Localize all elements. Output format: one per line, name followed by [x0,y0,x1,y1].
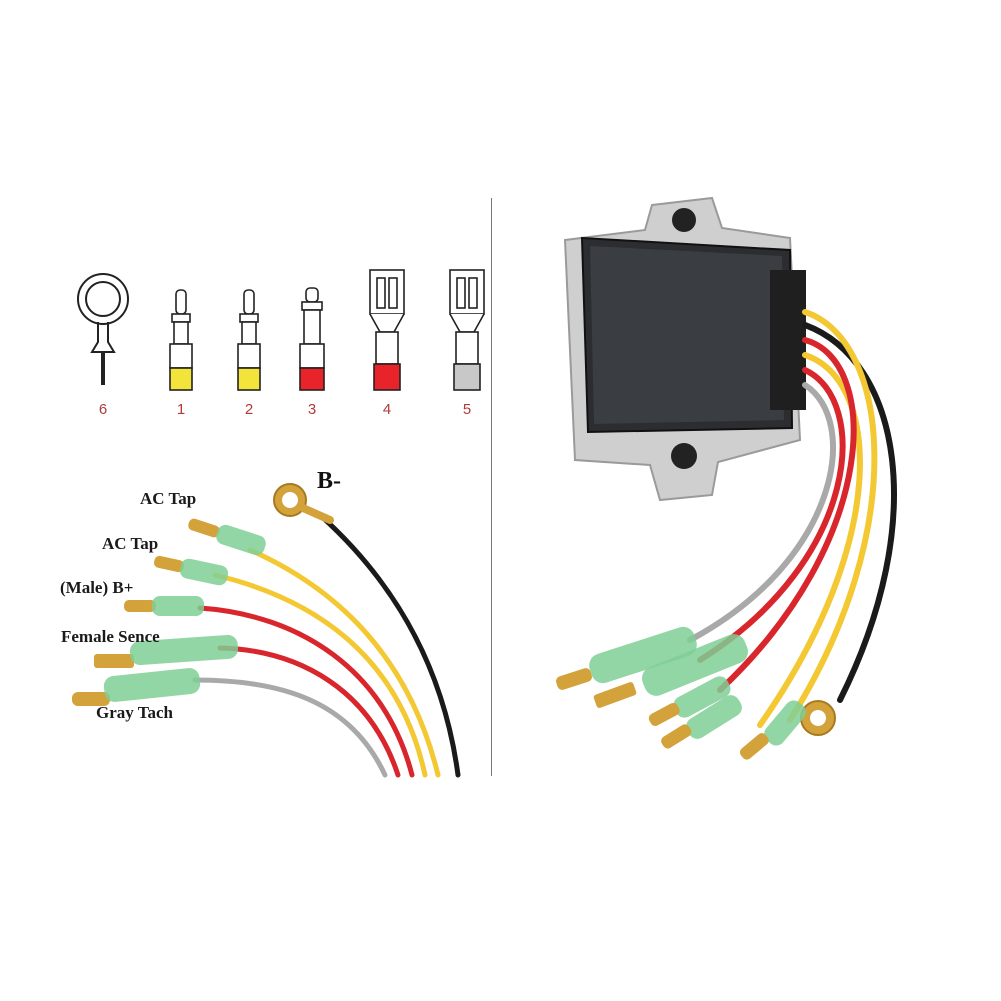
male-bullet-1-icon [169,289,193,391]
reg-red-wire-1 [717,337,857,693]
female-sense-label: Female Sence [61,627,160,646]
top-mount-hole [672,208,696,232]
female-sense-terminal [94,634,239,668]
gray-tach-label: Gray Tach [96,703,173,722]
male-b-plus-terminal [124,596,204,616]
reg-yellow-wire-2 [757,352,863,728]
red-wire-2 [217,645,401,778]
reg-ring-terminal [800,700,836,736]
gray-tach-terminal [72,668,201,706]
reg-red-wire-2 [697,367,846,663]
yellow-wire-1 [247,547,441,778]
bottom-mount-hole [671,443,697,469]
wire-plug [770,270,806,410]
male-bullet-2-icon [237,289,261,391]
b-minus-ring-terminal [273,483,334,524]
connector-number-3: 3 [307,401,317,418]
connector-number-1: 1 [176,401,186,418]
ac-tap-1-terminal [188,518,266,556]
reg-yellow-wire-1 [787,309,878,723]
connector-number-5: 5 [462,401,472,418]
ac-tap-2-terminal [154,555,229,586]
b-minus-label: B- [317,468,341,494]
female-spade-5-icon [449,269,485,391]
red-wire-1 [197,605,415,778]
ring-terminal-icon [77,273,129,385]
reg-sleeve-yellow-1 [764,700,806,746]
connector-number-2: 2 [244,401,254,418]
male-b-plus-label: (Male) B+ [60,578,134,597]
ac-tap-1-label: AC Tap [140,489,197,508]
connector-number-4: 4 [382,401,392,418]
gray-wire [192,677,388,778]
black-wire [317,512,461,778]
reg-sleeve-gray [589,626,697,684]
yellow-wire-2 [212,572,428,778]
male-bullet-3-icon [299,287,325,391]
reg-black-wire [802,322,897,703]
ac-tap-2-label: AC Tap [102,534,159,553]
reg-sleeve-red-1 [673,676,731,718]
regulator-housing [563,196,806,502]
reg-gray-wire [687,382,836,643]
connector-number-6: 6 [98,401,108,418]
reg-sleeve-red-2 [642,634,748,696]
panel-divider [491,198,492,776]
reg-sleeve-yellow-2 [686,695,742,739]
female-spade-4-icon [369,269,405,391]
